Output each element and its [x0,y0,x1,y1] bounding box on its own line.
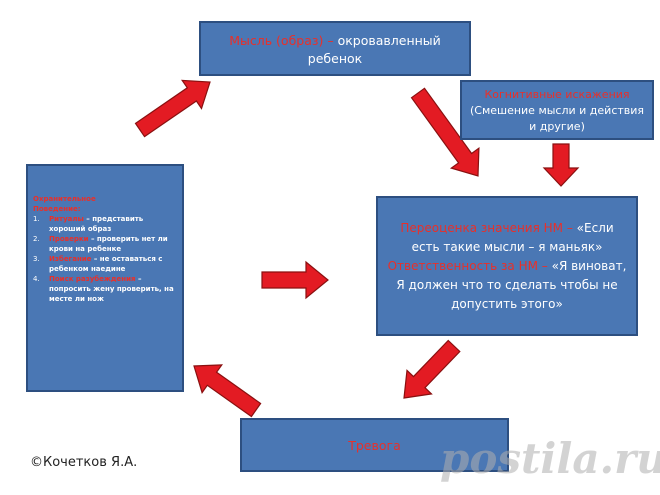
behavior-list: 1. Ритуалы – представить хороший образ 2… [33,214,177,304]
behavior-item-text: Ритуалы – представить хороший образ [49,214,177,234]
behavior-item: 2. Проверки – проверить нет ли крови на … [33,234,177,254]
arrow-thought-to-reeval [410,87,480,177]
watermark-logo: postila.ru [440,434,660,483]
behavior-item-text: Проверки – проверить нет ли крови на реб… [49,234,177,254]
behavior-item-label-white: – проверить нет ли крови на ребенке [49,235,168,253]
behavior-item-label-red: Проверки [49,235,89,243]
reeval-part1-white: «Если есть такие мысли – я маньяк» [411,221,614,254]
arrow-reeval-to-anxiety [403,339,461,399]
cognitive-label-white: (Смешение мысли и действия и другие) [469,104,645,133]
behavior-item-label-white: – не оставаться с ребенком наедине [49,255,163,273]
behavior-item-text: Поиск разубеждения – попросить жену пров… [49,274,177,304]
safety-behavior-node: Охранительное Поведение: 1. Ритуалы – пр… [26,164,184,392]
thought-label-white: окровавленный ребенок [307,33,441,66]
behavior-item-text: Избегание – не оставаться с ребенком нае… [49,254,177,274]
cognitive-label-red: Когнитивные искажения [484,88,630,101]
anxiety-node: Тревога [240,418,509,472]
reeval-part2-white: «Я виноват, Я должен что то сделать чтоб… [396,259,627,311]
reeval-part2-red: Ответственность за НМ – [387,259,548,273]
anxiety-label: Тревога [348,438,401,453]
behavior-item-label-red: Поиск разубеждения [49,275,136,283]
behavior-item-number: 3. [33,255,40,263]
thought-node: Мысль (образ) – окровавленный ребенок [199,21,471,76]
behavior-item-number: 1. [33,215,40,223]
arrow-behavior-to-thought [134,79,211,138]
behavior-item-label-white: – представить хороший образ [49,215,144,233]
arrow-center-to-reeval [261,260,329,300]
arrow-cognitive-to-reeval [542,143,580,187]
reevaluation-node: Переоценка значения НМ – «Если есть таки… [376,196,638,336]
behavior-item: 4. Поиск разубеждения – попросить жену п… [33,274,177,304]
behavior-title-line1: Охранительное [33,195,96,203]
thought-label-red: Мысль (образ) – [229,33,334,48]
copyright-text: ©Кочетков Я.А. [30,455,138,470]
behavior-title-line2: Поведение: [33,205,81,213]
behavior-item-label-red: Ритуалы [49,215,84,223]
arrow-anxiety-to-behavior [193,364,262,418]
behavior-item: 1. Ритуалы – представить хороший образ [33,214,177,234]
behavior-item-number: 2. [33,235,40,243]
behavior-item-number: 4. [33,275,40,283]
behavior-item: 3. Избегание – не оставаться с ребенком … [33,254,177,274]
behavior-item-label-red: Избегание [49,255,92,263]
behavior-item-label-white: – попросить жену проверить, на месте ли … [49,275,174,303]
cognitive-distortions-node: Когнитивные искажения (Смешение мысли и … [460,80,654,140]
reeval-part1-red: Переоценка значения НМ – [400,221,573,235]
